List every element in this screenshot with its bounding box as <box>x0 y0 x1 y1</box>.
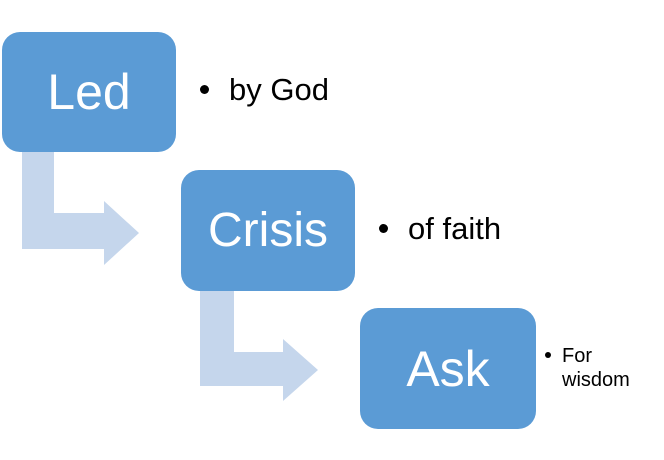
bullet-dot-icon <box>200 85 209 94</box>
step-note-crisis: of faith <box>379 211 501 247</box>
connector-arrow-crisis-to-ask <box>200 291 318 401</box>
step-label-led: Led <box>47 64 131 120</box>
bullet-dot-icon <box>379 224 388 233</box>
step-box-crisis: Crisis <box>181 170 355 291</box>
step-note-ask: For wisdom <box>545 344 652 392</box>
step-note-ask-text: For wisdom <box>562 345 630 391</box>
step-note-led: by God <box>200 72 329 108</box>
step-label-crisis: Crisis <box>208 203 328 257</box>
step-label-ask: Ask <box>406 340 490 397</box>
step-box-ask: Ask <box>360 308 536 429</box>
step-note-led-text: by God <box>229 72 329 107</box>
connector-arrow-led-to-crisis <box>22 152 139 265</box>
step-box-led: Led <box>2 32 176 152</box>
bullet-dot-icon <box>545 352 551 358</box>
step-note-crisis-text: of faith <box>408 211 502 246</box>
